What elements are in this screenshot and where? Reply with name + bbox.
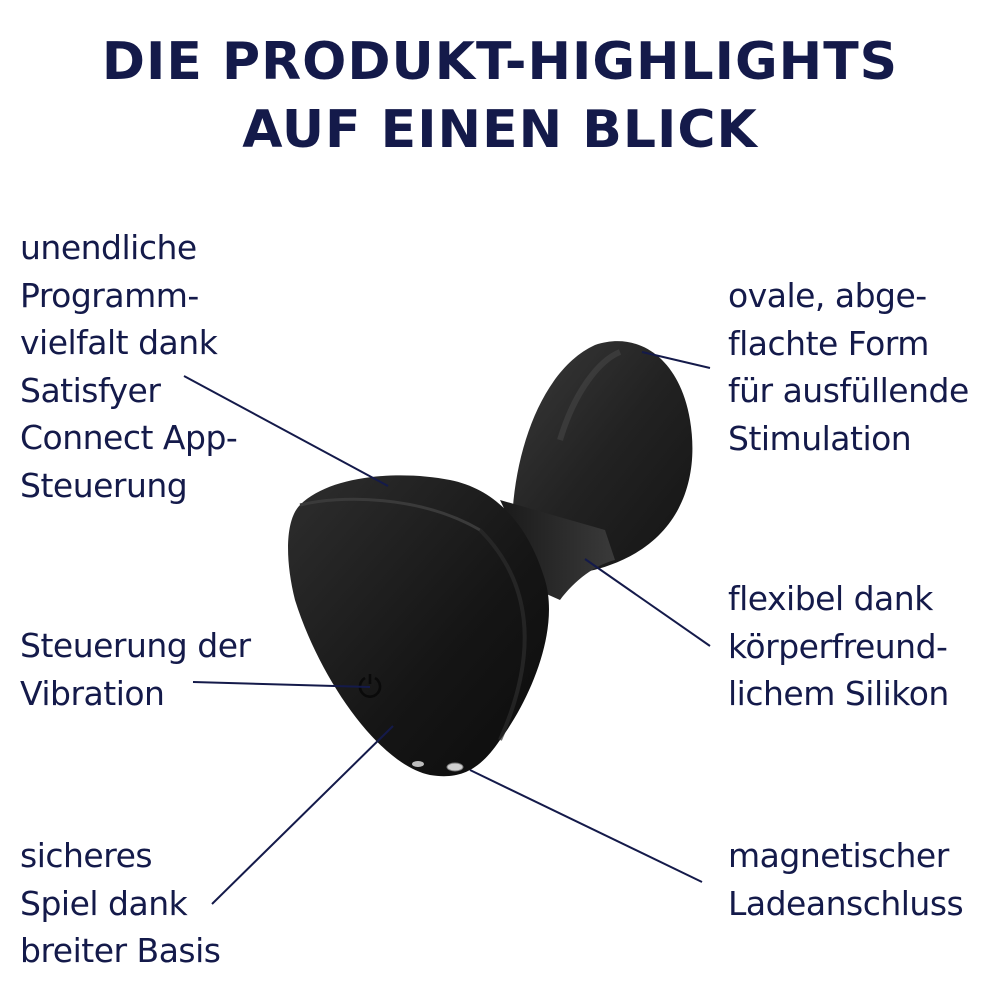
callout-line-flexible [584, 558, 711, 647]
callout-line-safe-base [211, 725, 394, 905]
page-title-line-2: AUF EINEN BLICK [242, 100, 758, 160]
power-icon [358, 674, 382, 698]
plug-bulb [511, 341, 693, 573]
feature-text: sicheres [20, 836, 153, 875]
feature-shape: ovale, abge- flachte Form für ausfüllend… [728, 272, 969, 462]
feature-text: ovale, abge- [728, 276, 927, 315]
callout-line-vibration [192, 681, 371, 688]
feature-text: Stimulation [728, 418, 912, 458]
feature-text: unendliche [20, 228, 197, 267]
callout-line-magnetic [469, 769, 703, 883]
feature-text: Spiel dank [20, 883, 188, 923]
charging-contact-icon [412, 761, 424, 767]
plug-base [288, 475, 549, 777]
feature-text: Connect App- [20, 418, 238, 457]
feature-text: Steuerung [20, 465, 188, 505]
feature-vibration-control: Steuerung der Vibration [20, 622, 251, 717]
page-title-line-1: DIE PRODUKT-HIGHLIGHTS [101, 32, 899, 92]
feature-text: für ausfüllende [728, 371, 969, 410]
callout-line-app-control [183, 375, 389, 487]
feature-text: Steuerung der [20, 626, 251, 665]
feature-text: Ladeanschluss [728, 883, 964, 923]
feature-text: körperfreund- [728, 626, 948, 666]
feature-text: flachte Form [728, 323, 929, 363]
feature-magnetic-charging: magnetischer Ladeanschluss [728, 832, 964, 927]
callout-line-shape [641, 351, 711, 369]
feature-text: Programm- [20, 275, 199, 315]
feature-text: lichem Silikon [728, 674, 949, 713]
feature-flexible: flexibel dank körperfreund- lichem Silik… [728, 575, 949, 718]
feature-safe-base: sicheres Spiel dank breiter Basis [20, 832, 221, 975]
feature-text: vielfalt dank [20, 323, 218, 362]
feature-text: Satisfyer [20, 370, 161, 410]
feature-text: magnetischer [728, 836, 949, 875]
charging-contact-icon [446, 762, 464, 772]
feature-text: breiter Basis [20, 931, 221, 970]
feature-text: flexibel dank [728, 579, 933, 618]
feature-app-control: unendliche Programm- vielfalt dank Satis… [20, 224, 238, 509]
feature-text: Vibration [20, 673, 165, 713]
